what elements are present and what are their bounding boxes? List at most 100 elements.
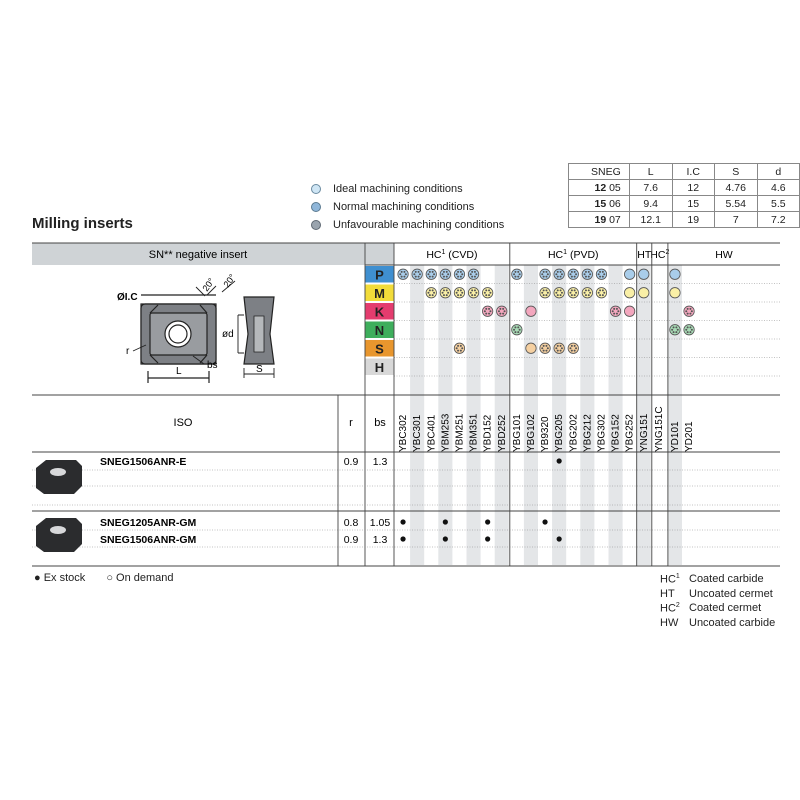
suitability-dot — [473, 289, 476, 292]
suitability-dot — [517, 275, 520, 278]
suitability-normal-icon — [539, 268, 551, 280]
grade-name: YBG101 — [512, 414, 523, 452]
suitability-dot — [570, 344, 573, 347]
legend-ideal-label: Ideal machining conditions — [333, 183, 463, 195]
suitability-dot — [570, 294, 573, 297]
stock-dot-icon — [442, 536, 448, 542]
grade-column-stripe — [410, 265, 425, 565]
suitability-normal-icon — [567, 287, 579, 299]
abbr-key-text: HC — [660, 573, 676, 586]
suitability-normal-icon — [482, 305, 494, 317]
dim-size-sub: 07 — [609, 213, 621, 226]
stock-dot-icon — [556, 458, 562, 464]
suitability-dot — [545, 275, 548, 278]
abbr-text: Uncoated cermet — [689, 588, 773, 600]
suitability-dot — [499, 312, 502, 315]
suitability-dot — [414, 275, 417, 278]
suitability-dot — [559, 344, 562, 347]
suitability-dot — [469, 273, 472, 276]
grade-name: YBC302 — [398, 414, 409, 452]
suitability-dot — [555, 273, 558, 276]
suitability-normal-icon — [595, 268, 608, 280]
stock-dot-icon — [400, 519, 406, 525]
suitability-dot — [442, 275, 445, 278]
suitability-dot — [570, 349, 573, 352]
suitability-dot — [597, 273, 600, 276]
suitability-dot — [617, 310, 620, 313]
suitability-normal-icon — [553, 342, 565, 354]
material-letter: H — [375, 360, 384, 375]
suitability-dot — [517, 331, 520, 334]
suitability-dot — [556, 270, 559, 273]
suitability-dot — [417, 275, 420, 278]
suitability-dot — [403, 270, 406, 273]
suitability-dot — [597, 291, 600, 294]
suitability-dot — [457, 349, 460, 352]
abbreviation-row: HC2 Coated cermet — [660, 602, 761, 615]
group-name: HW — [715, 249, 733, 261]
grade-name: YBD252 — [497, 414, 508, 452]
suitability-normal-icon — [595, 287, 608, 299]
suitability-normal-icon — [539, 342, 551, 354]
suitability-dot — [603, 291, 606, 294]
suitability-dot — [570, 289, 573, 292]
suitability-normal-icon — [411, 268, 423, 280]
stock-dot-icon — [542, 519, 548, 525]
ideal-circle-icon — [311, 184, 321, 194]
suitability-dot — [502, 312, 505, 315]
suitability-dot — [556, 275, 559, 278]
suitability-dot — [613, 312, 616, 315]
suitability-dot — [676, 328, 679, 331]
grade-group-band — [394, 243, 780, 265]
suitability-dot — [513, 273, 516, 276]
suitability-dot — [469, 291, 472, 294]
suitability-dot — [473, 270, 476, 273]
suitability-dot — [689, 326, 692, 329]
grade-name: YNG151 — [639, 413, 650, 452]
suitability-dot — [483, 291, 486, 294]
suitability-dot — [514, 326, 517, 329]
dim-size-main: 19 — [594, 213, 607, 226]
dim-size-main: 12 — [594, 181, 607, 194]
product-bs: 1.3 — [373, 456, 388, 468]
grade-column-stripe — [636, 265, 651, 565]
suitability-dot — [671, 328, 674, 331]
suitability-dot — [459, 275, 462, 278]
abbr-key-text: HC — [660, 602, 676, 615]
product-r: 0.9 — [344, 456, 359, 468]
suitability-dot — [442, 294, 445, 297]
suitability-dot — [611, 310, 614, 313]
stock-dot-icon — [442, 519, 448, 525]
suitability-dot — [455, 347, 458, 350]
grade-group-label: HC1 (CVD) — [426, 249, 477, 261]
suitability-dot — [686, 326, 689, 329]
dim-d: 7.2 — [756, 211, 800, 228]
grade-name: YBG252 — [625, 414, 636, 452]
suitability-ideal-icon — [624, 287, 636, 299]
suitability-dot — [417, 270, 420, 273]
suitability-dot — [584, 270, 587, 273]
grade-column-stripe — [438, 265, 453, 565]
suitability-dot — [587, 270, 590, 273]
grade-name: YBD152 — [483, 414, 494, 452]
legend-unfavourable: Unfavourable machining conditions — [311, 219, 504, 231]
suitability-dot — [546, 291, 549, 294]
suitability-dot — [441, 291, 444, 294]
suitability-dot — [672, 331, 675, 334]
suitability-dot — [427, 273, 430, 276]
suitability-dot — [445, 289, 448, 292]
suitability-dot — [587, 275, 590, 278]
dim-l: 7.6 — [628, 179, 673, 196]
suitability-dot — [599, 294, 602, 297]
suitability-dot — [431, 270, 434, 273]
suitability-dot — [542, 344, 545, 347]
abbreviation-row: HW Uncoated carbide — [660, 617, 775, 629]
suitability-dot — [514, 275, 517, 278]
suitability-dot — [689, 331, 692, 334]
suitability-dot — [555, 291, 558, 294]
suitability-dot — [545, 289, 548, 292]
suitability-dot — [518, 273, 521, 276]
suitability-dot — [475, 291, 478, 294]
stock-dot-icon — [485, 536, 491, 542]
